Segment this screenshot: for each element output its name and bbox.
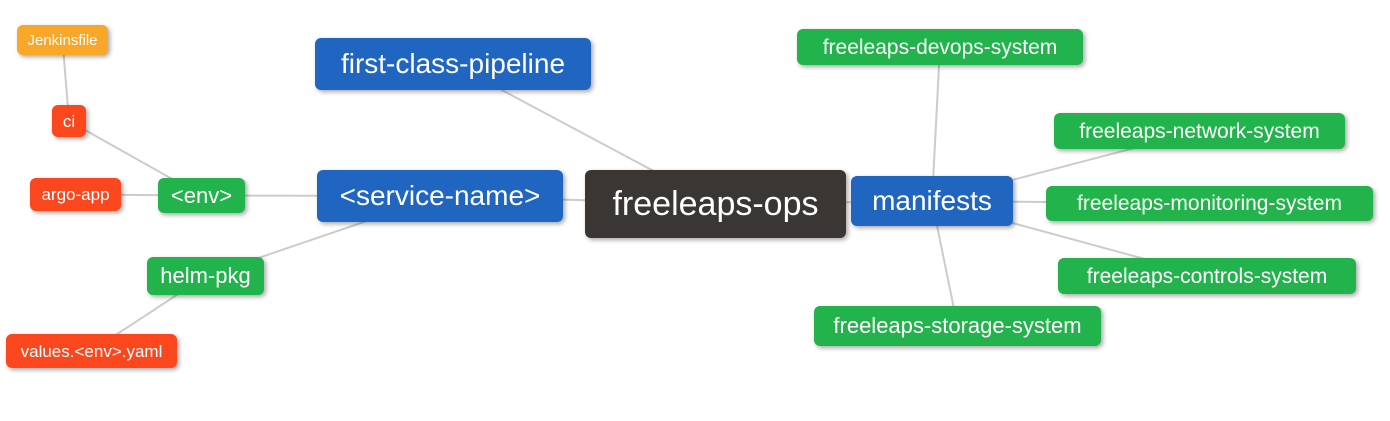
node-freeleaps-ops[interactable]: freeleaps-ops [585, 170, 846, 238]
edge-manifests--freeleaps-devops-system [931, 46, 941, 202]
node-freeleaps-devops-system[interactable]: freeleaps-devops-system [797, 29, 1083, 65]
node-freeleaps-storage-system[interactable]: freeleaps-storage-system [814, 306, 1101, 346]
node-freeleaps-monitoring-system[interactable]: freeleaps-monitoring-system [1046, 186, 1373, 221]
node-argo-app[interactable]: argo-app [30, 178, 121, 211]
node-helm-pkg[interactable]: helm-pkg [147, 257, 264, 295]
node-jenkinsfile[interactable]: Jenkinsfile [17, 25, 108, 55]
node-env[interactable]: <env> [158, 178, 245, 213]
node-ci[interactable]: ci [52, 105, 86, 137]
node-service-name[interactable]: <service-name> [317, 170, 563, 222]
node-manifests[interactable]: manifests [851, 176, 1013, 226]
node-freeleaps-network-system[interactable]: freeleaps-network-system [1054, 113, 1345, 149]
node-values-env-yaml[interactable]: values.<env>.yaml [6, 334, 177, 368]
node-first-class-pipeline[interactable]: first-class-pipeline [315, 38, 591, 90]
node-freeleaps-controls-system[interactable]: freeleaps-controls-system [1058, 258, 1356, 294]
